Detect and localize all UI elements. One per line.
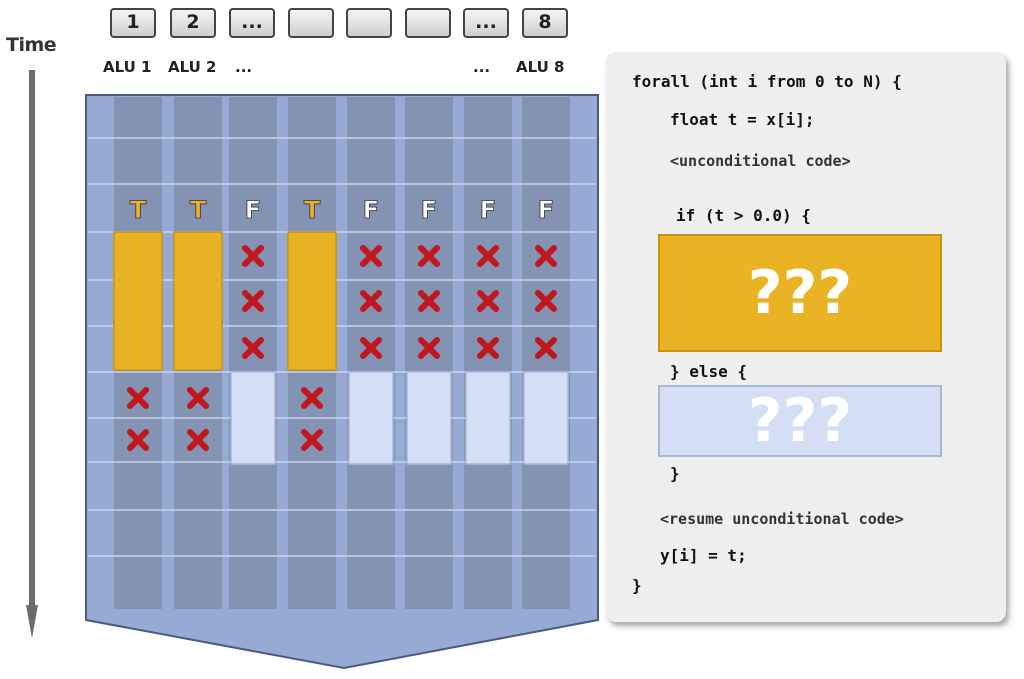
code-resume: <resume unconditional code> (660, 510, 904, 528)
true-branch-block: ??? (658, 234, 942, 352)
masked-x-icon (360, 245, 382, 267)
alu-box-7: ... (463, 8, 509, 38)
false-exec-bar-7 (465, 371, 511, 465)
code-close-if: } (670, 464, 680, 483)
lane-column-7 (464, 97, 512, 609)
true-exec-bar-2 (173, 231, 223, 371)
alu-box-6 (405, 8, 451, 38)
code-else: } else { (670, 362, 748, 381)
masked-x-icon (242, 337, 264, 359)
lanes-background (85, 94, 599, 670)
alu-box-5 (346, 8, 392, 38)
flag-2: T (190, 196, 207, 224)
alu-box-4 (288, 8, 334, 38)
masked-x-icon (418, 290, 440, 312)
lane-column-5 (347, 97, 395, 609)
masked-x-icon (360, 337, 382, 359)
alu-label-ellipsis-left: ... (235, 58, 253, 76)
masked-x-icon (301, 429, 323, 451)
code-assign: y[i] = t; (660, 546, 747, 565)
lane-column-6 (405, 97, 453, 609)
masked-x-icon (418, 245, 440, 267)
alu-box-8: 8 (522, 8, 568, 38)
masked-x-icon (535, 290, 557, 312)
masked-x-icon (477, 337, 499, 359)
masked-x-icon (477, 245, 499, 267)
lane-column-3 (229, 97, 277, 609)
flag-8: F (538, 196, 554, 224)
masked-x-icon (187, 387, 209, 409)
code-if: if (t > 0.0) { (676, 206, 811, 225)
flag-1: T (130, 196, 147, 224)
alu-label-ellipsis-right: ... (473, 58, 491, 76)
masked-x-icon (242, 290, 264, 312)
code-float-decl: float t = x[i]; (670, 110, 815, 129)
false-exec-bar-8 (523, 371, 569, 465)
masked-x-icon (535, 245, 557, 267)
masked-x-icon (242, 245, 264, 267)
false-exec-bar-6 (406, 371, 452, 465)
code-unconditional: <unconditional code> (670, 152, 851, 170)
alu-box-1: 1 (110, 8, 156, 38)
masked-x-icon (360, 290, 382, 312)
code-close-forall: } (632, 576, 642, 595)
false-exec-bar-5 (348, 371, 394, 465)
false-branch-block: ??? (658, 385, 942, 457)
masked-x-icon (127, 429, 149, 451)
masked-x-icon (477, 290, 499, 312)
flag-3: F (245, 196, 261, 224)
time-label: Time (6, 34, 57, 56)
alu-box-3: ... (229, 8, 275, 38)
false-exec-bar-3 (230, 371, 276, 465)
masked-x-icon (535, 337, 557, 359)
code-forall: forall (int i from 0 to N) { (632, 72, 902, 91)
flag-7: F (480, 196, 496, 224)
masked-x-icon (301, 387, 323, 409)
alu-label-1: ALU 1 (103, 58, 152, 76)
flag-5: F (363, 196, 379, 224)
true-exec-bar-1 (113, 231, 163, 371)
true-exec-bar-4 (287, 231, 337, 371)
flag-4: T (304, 196, 321, 224)
masked-x-icon (127, 387, 149, 409)
flag-6: F (421, 196, 437, 224)
masked-x-icon (418, 337, 440, 359)
time-arrow-icon (26, 70, 38, 638)
masked-x-icon (187, 429, 209, 451)
alu-label-2: ALU 2 (168, 58, 217, 76)
alu-label-8: ALU 8 (516, 58, 565, 76)
lane-column-8 (522, 97, 570, 609)
alu-box-2: 2 (170, 8, 216, 38)
